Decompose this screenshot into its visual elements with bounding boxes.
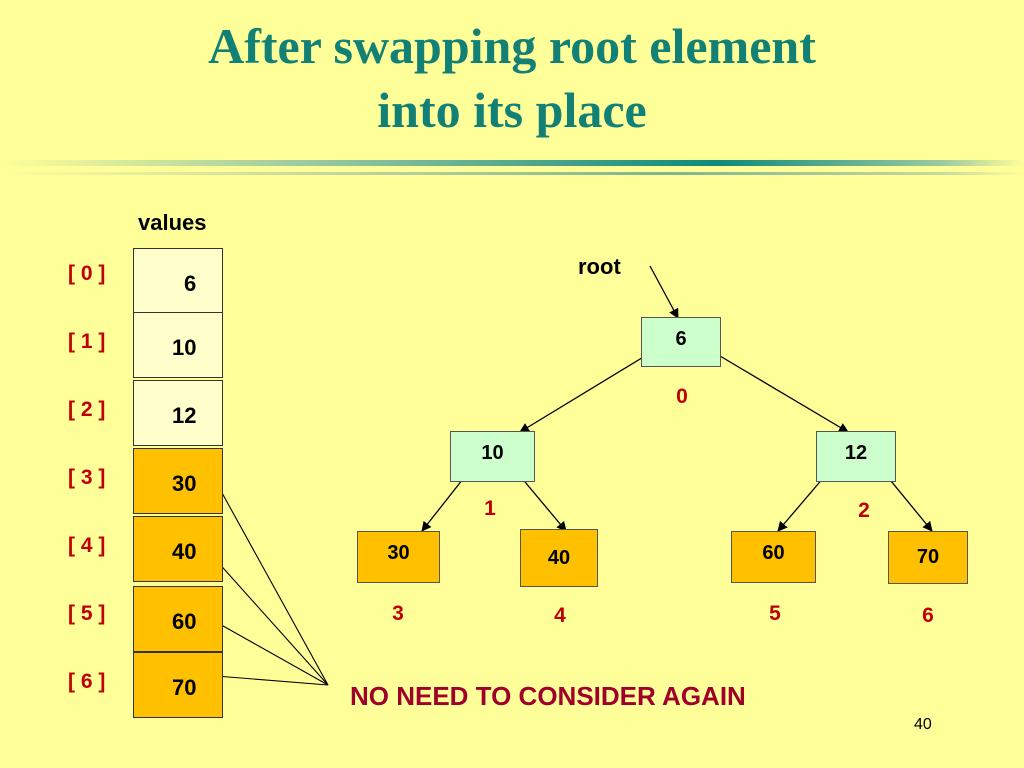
tree-node-5: 60 <box>731 531 816 583</box>
array-cell-1: 10 <box>133 312 223 378</box>
array-cell-4: 40 <box>133 516 223 582</box>
tree-node-4: 40 <box>520 529 598 587</box>
title-divider-thin <box>0 172 1024 175</box>
tree-node-2: 12 <box>816 431 896 482</box>
array-index-4: [ 4 ] <box>68 534 106 557</box>
tree-node-value: 30 <box>387 542 410 564</box>
edge-0-1 <box>519 355 646 433</box>
tree-node-0: 6 <box>641 317 721 367</box>
tree-node-value: 60 <box>762 542 785 564</box>
array-cell-value: 70 <box>172 675 197 700</box>
tree-index-4: 4 <box>554 604 566 627</box>
tree-index-3: 3 <box>392 602 404 625</box>
array-cell-value: 12 <box>172 403 197 428</box>
array-cell-value: 30 <box>172 471 197 496</box>
note-connector-4 <box>215 559 329 686</box>
tree-index-5: 5 <box>769 602 781 625</box>
array-index-0: [ 0 ] <box>68 262 106 285</box>
note-connector-3 <box>215 481 329 686</box>
tree-node-value: 40 <box>547 547 571 569</box>
tree-node-1: 10 <box>450 431 535 482</box>
tree-node-value: 6 <box>675 328 687 350</box>
array-cell-5: 60 <box>133 586 223 652</box>
note-connector-5 <box>215 621 329 686</box>
array-cell-2: 12 <box>133 380 223 446</box>
edge-0-2 <box>719 355 849 433</box>
tree-index-1: 1 <box>484 497 496 520</box>
array-index-6: [ 6 ] <box>68 670 106 693</box>
array-index-3: [ 3 ] <box>68 466 106 489</box>
array-index-2: [ 2 ] <box>68 398 106 421</box>
array-cell-value: 40 <box>172 539 197 564</box>
array-cell-0: 6 <box>133 248 223 314</box>
root-pointer-arrow <box>649 265 679 319</box>
array-index-1: [ 1 ] <box>68 330 106 353</box>
tree-index-2: 2 <box>858 499 870 522</box>
page-number: 40 <box>914 716 932 733</box>
tree-node-3: 30 <box>357 531 440 583</box>
tree-node-value: 70 <box>916 546 940 568</box>
slide-title: After swapping root element into its pla… <box>0 14 1024 142</box>
array-cell-value: 6 <box>184 271 197 296</box>
note-connector-6 <box>215 675 329 686</box>
tree-node-6: 70 <box>888 531 968 584</box>
root-pointer-label: root <box>578 254 621 279</box>
tree-node-value: 12 <box>844 442 868 464</box>
slide-title-line-2: into its place <box>377 82 647 138</box>
no-need-note: NO NEED TO CONSIDER AGAIN <box>350 681 746 711</box>
tree-index-0: 0 <box>676 385 688 408</box>
tree-node-value: 10 <box>481 442 504 464</box>
array-cell-3: 30 <box>133 448 223 514</box>
tree-index-6: 6 <box>922 604 934 627</box>
title-divider <box>0 160 1024 166</box>
array-index-5: [ 5 ] <box>68 602 106 625</box>
array-cell-value: 10 <box>172 335 197 360</box>
array-label: values <box>138 210 207 235</box>
array-cell-6: 70 <box>133 652 223 718</box>
array-cell-value: 60 <box>172 609 197 634</box>
slide-title-line-1: After swapping root element <box>208 18 816 74</box>
